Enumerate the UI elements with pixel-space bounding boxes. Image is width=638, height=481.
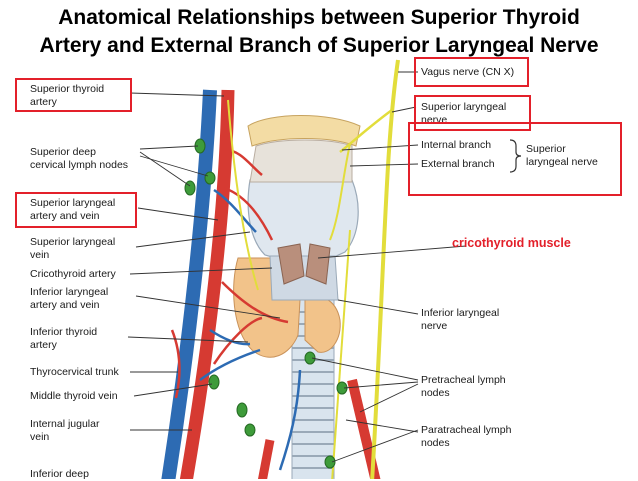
label-line: Inferior laryngeal [30,286,109,298]
label-line: vein [30,430,50,443]
label-line: artery [30,338,57,351]
label-superior-laryngeal-artery-vein: Superior laryngeal artery and vein [30,197,115,222]
label-line: Cricothyroid artery [30,268,116,280]
label-line: Superior laryngeal [30,197,116,209]
label-thyrocervical-trunk: Thyrocervical trunk [30,366,119,379]
label-internal-branch: Internal branch [421,139,491,152]
label-inferior-laryngeal-artery-vein: Inferior laryngeal artery and vein [30,286,108,311]
label-external-branch: External branch [421,158,495,171]
label-superior-laryngeal-vein: Superior laryngeal vein [30,236,115,261]
label-line: Inferior thyroid [30,326,98,338]
title-line-2: Artery and External Branch of Superior L… [39,34,599,57]
label-line: Middle thyroid vein [30,390,118,402]
lymph-nodes [184,138,348,469]
label-superior-deep-cervical-lymph-nodes: Superior deep cervical lymph nodes [30,146,128,171]
label-superior-laryngeal-nerve-group: Superior laryngeal nerve [526,143,598,168]
label-line: External branch [421,158,495,170]
label-line: nodes [421,386,450,399]
label-line: Vagus nerve (CN X) [421,66,515,78]
label-line: Internal branch [421,139,492,151]
label-line: Paratracheal lymph [421,424,512,436]
highlight-box-vagus-nerve [414,57,529,87]
label-line: artery and vein [30,209,100,222]
label-inferior-laryngeal-nerve: Inferior laryngeal nerve [421,307,499,332]
label-line: Inferior laryngeal [421,307,500,319]
label-line: Superior laryngeal [421,101,507,113]
label-middle-thyroid-vein: Middle thyroid vein [30,390,118,403]
label-line: Thyrocervical trunk [30,366,119,378]
internal-jugular-vein-drawing [161,89,217,479]
label-inferior-deep: Inferior deep [30,468,89,481]
label-line: cervical lymph nodes [30,158,129,171]
label-line: vein [30,248,50,261]
label-line: nodes [421,436,450,449]
hyoid-bone [247,115,361,147]
label-inferior-thyroid-artery: Inferior thyroid artery [30,326,97,351]
label-line: Internal jugular [30,418,100,430]
label-pretracheal-lymph-nodes: Pretracheal lymph nodes [421,374,506,399]
highlight-box-superior-laryngeal-nerve [414,95,531,131]
label-line: Superior deep [30,146,96,158]
label-internal-jugular-vein: Internal jugular vein [30,418,99,443]
highlight-box-superior-laryngeal-artery-vein [15,192,137,228]
label-vagus-nerve: Vagus nerve (CN X) [421,66,514,79]
label-line: Pretracheal lymph [421,374,506,386]
label-line: Superior laryngeal [30,236,116,248]
highlight-box-nerve-branches [408,122,622,196]
slide-title: Anatomical Relationships between Superio… [0,4,638,60]
right-leader-lines [311,71,467,463]
label-line: Superior [526,143,566,155]
label-line: laryngeal nerve [526,155,598,168]
label-cricothyroid-artery: Cricothyroid artery [30,268,116,281]
cricothyroid-muscle-callout: cricothyroid muscle [452,236,571,250]
title-line-1: Anatomical Relationships between Superio… [58,6,580,29]
label-line: nerve [421,319,448,332]
cricothyroid-muscle [277,243,305,285]
highlight-box-superior-thyroid-artery [15,78,132,112]
label-paratracheal-lymph-nodes: Paratracheal lymph nodes [421,424,511,449]
branch-brace [509,139,522,173]
label-line: Inferior deep [30,468,89,480]
label-superior-thyroid-artery: Superior thyroid artery [30,83,104,108]
left-leader-lines [127,92,281,431]
label-line: artery and vein [30,298,100,311]
label-line: artery [30,95,57,108]
label-line: Superior thyroid [30,83,105,95]
